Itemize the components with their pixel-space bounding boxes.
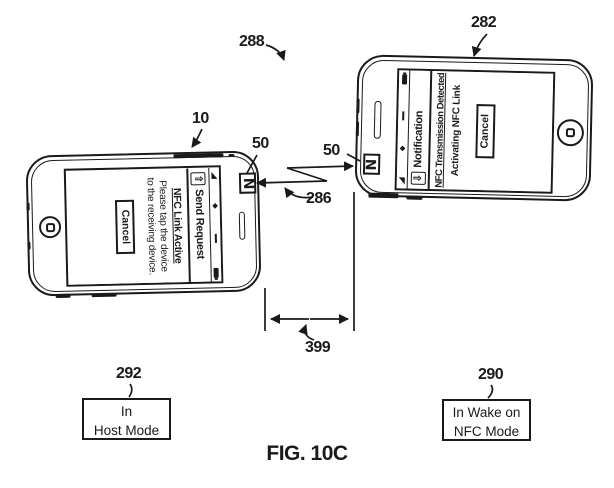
phone-left-nfc-heading: NFC Link Active bbox=[170, 187, 184, 264]
ref-label-292: 292 bbox=[116, 365, 142, 382]
phone-left-earpiece-speaker bbox=[238, 211, 246, 240]
leader-288 bbox=[265, 44, 286, 61]
status-diamond-icon bbox=[211, 202, 218, 209]
phone-right-screen: ⇩ Notification NFC Transmission Detected… bbox=[394, 68, 556, 194]
phone-right-cancel-button: Cancel bbox=[475, 103, 496, 159]
signal-strength-icon bbox=[398, 177, 405, 185]
status-time-dash bbox=[402, 111, 405, 121]
phone-left-top-edge-nub bbox=[228, 153, 235, 158]
nfc-bolt-diagonal-segment bbox=[286, 167, 328, 182]
phone-left-host-device: N ⇧ Send Request NFC Link Active Please … bbox=[25, 150, 262, 299]
leader-282 bbox=[471, 33, 488, 57]
host-mode-box: In Host Mode bbox=[82, 398, 171, 440]
wake-on-nfc-mode-box: In Wake on NFC Mode bbox=[442, 399, 531, 441]
phone-left-bottom-edge-mark-1 bbox=[55, 293, 71, 299]
phone-left-home-button-square bbox=[45, 222, 55, 232]
phone-left-cancel-button: Cancel bbox=[114, 199, 135, 254]
phone-right-bottom-edge-mark-1 bbox=[368, 192, 399, 199]
phone-left-screen-body: NFC Link Active Please tap the device to… bbox=[114, 168, 185, 284]
leader-399 bbox=[298, 324, 315, 341]
phone-right-nfc-heading: NFC Transmission Detected bbox=[433, 72, 448, 188]
ref-label-290: 290 bbox=[478, 366, 504, 383]
battery-icon bbox=[401, 74, 407, 85]
phone-left-nfc-n-mark-icon: N bbox=[238, 172, 257, 194]
phone-right-nfc-n-mark-icon: N bbox=[362, 153, 381, 175]
ref-label-50-left: 50 bbox=[252, 135, 269, 152]
host-mode-line1: In bbox=[120, 404, 133, 419]
ref-label-288: 288 bbox=[239, 33, 265, 50]
ref-label-286: 286 bbox=[306, 190, 332, 207]
phone-left-screen: ⇧ Send Request NFC Link Active Please ta… bbox=[63, 165, 224, 287]
phone-right-home-button-square bbox=[565, 128, 576, 138]
phone-left-volume-button-1 bbox=[26, 202, 30, 211]
phone-left-title-text: Send Request bbox=[192, 188, 206, 259]
leader-292 bbox=[128, 383, 133, 398]
phone-left-volume-button-2 bbox=[27, 241, 31, 250]
phone-right-title-bar: ⇩ Notification bbox=[407, 70, 433, 190]
phone-left-title-bar: ⇧ Send Request bbox=[185, 167, 211, 282]
phone-left-body-line2: to the receiving device. bbox=[143, 176, 158, 275]
phone-right-volume-button-2 bbox=[355, 121, 360, 137]
nfc-bolt-upper-segment bbox=[286, 161, 354, 172]
status-time-dash bbox=[214, 233, 217, 243]
ref-label-399: 399 bbox=[305, 339, 331, 356]
phone-right-title-text: Notification bbox=[412, 110, 426, 168]
leader-10 bbox=[191, 128, 203, 148]
battery-icon bbox=[213, 267, 219, 278]
phone-right-body-line1: Activating NFC Link bbox=[449, 84, 463, 177]
ref-label-10: 10 bbox=[192, 110, 209, 127]
phone-right-earpiece-speaker bbox=[373, 100, 382, 139]
phone-right-wake-device: N ⇩ Notification NFC Transmission Detect… bbox=[354, 54, 594, 202]
wake-mode-line2: NFC Mode bbox=[453, 424, 520, 440]
phone-right-portrait-ui: ⇩ Notification NFC Transmission Detected… bbox=[396, 70, 554, 192]
phone-left-portrait-ui: ⇧ Send Request NFC Link Active Please ta… bbox=[65, 167, 222, 285]
host-mode-line2: Host Mode bbox=[93, 423, 160, 439]
phone-right-bottom-edge-mark-2 bbox=[406, 195, 423, 200]
status-diamond-icon bbox=[399, 145, 406, 152]
ref-label-282: 282 bbox=[471, 14, 497, 31]
receive-down-arrow-icon: ⇩ bbox=[410, 171, 426, 185]
phone-right-screen-body: NFC Transmission Detected Activating NFC… bbox=[434, 71, 497, 190]
phone-left-bottom-edge-mark-2 bbox=[91, 293, 117, 298]
leader-290 bbox=[487, 384, 494, 399]
phone-left-nfc-n-letter: N bbox=[239, 177, 256, 190]
figure-caption: FIG. 10C bbox=[266, 442, 348, 465]
phone-right-volume-button-1 bbox=[356, 98, 360, 114]
nfc-bolt-lower-segment bbox=[256, 177, 328, 188]
signal-strength-icon bbox=[210, 171, 217, 179]
phone-right-nfc-n-letter: N bbox=[363, 158, 380, 171]
wake-mode-line1: In Wake on bbox=[452, 405, 521, 420]
send-up-arrow-icon: ⇧ bbox=[190, 171, 206, 185]
ref-label-50-right: 50 bbox=[323, 142, 340, 159]
